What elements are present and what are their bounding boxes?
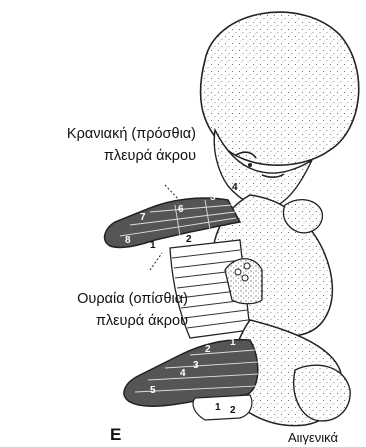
upper-segment-5: 5 <box>210 192 216 203</box>
upper-segment-7: 7 <box>140 212 146 223</box>
lower-segment-4: 4 <box>180 368 186 379</box>
upper-segment-2: 2 <box>186 234 192 245</box>
upper-segment-8: 8 <box>125 235 131 246</box>
lower-segment-3: 3 <box>193 360 199 371</box>
caudal-label-line1: Ουραία (οπίσθια) <box>10 291 188 308</box>
lower-segment-1a: 1 <box>230 337 236 348</box>
lower-segment-5: 5 <box>150 385 156 396</box>
cranial-label-line1: Κρανιακή (πρόσθια) <box>10 126 196 143</box>
panel-letter: E <box>110 425 121 445</box>
lower-segment-1b: 1 <box>215 402 221 413</box>
embryo-head <box>201 12 359 165</box>
corner-caption-fragment: Αιιγενικά <box>288 430 338 445</box>
cranial-label-line2: πλευρά άκρου <box>10 148 196 165</box>
lower-segment-2b: 2 <box>230 405 236 416</box>
foot-lower <box>193 395 252 420</box>
lower-segment-2a: 2 <box>205 344 211 355</box>
cranial-pointer-line <box>165 185 182 203</box>
upper-segment-1: 1 <box>150 240 156 251</box>
upper-segment-4: 4 <box>232 182 238 193</box>
upper-segment-6: 6 <box>178 204 184 215</box>
caudal-pointer-line <box>150 253 162 270</box>
caudal-label-line2: πλευρά άκρου <box>10 313 188 330</box>
